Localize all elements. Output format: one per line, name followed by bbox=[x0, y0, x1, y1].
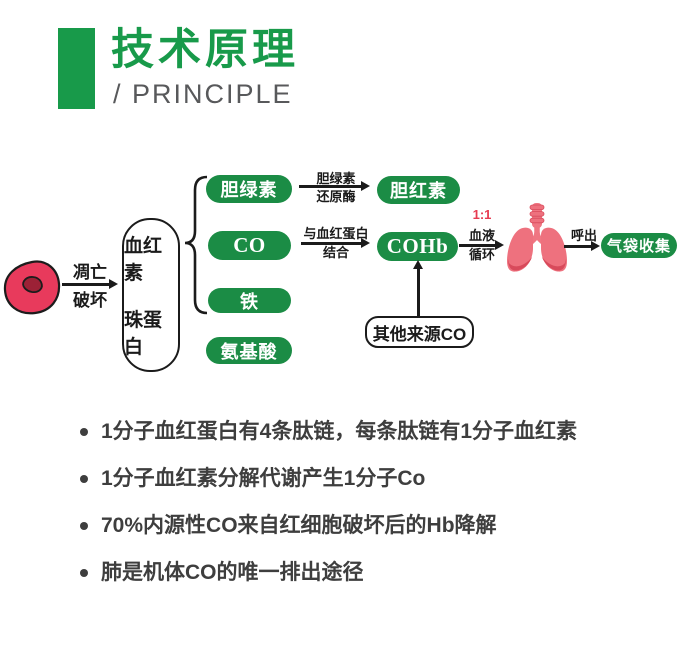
list-item: 1分子血红蛋白有4条肽链，每条肽链有1分子血红素 bbox=[80, 419, 655, 445]
note-text: 1分子血红蛋白有4条肽链，每条肽链有1分子血红素 bbox=[101, 420, 578, 443]
bullet-icon bbox=[80, 428, 88, 436]
title-accent-bar bbox=[58, 28, 95, 109]
page-title: 技术原理 bbox=[111, 26, 299, 74]
apoptosis-label-bottom: 破坏 bbox=[73, 291, 107, 310]
lungs-icon bbox=[506, 202, 568, 274]
bullet-icon bbox=[80, 475, 88, 483]
arrow-apoptosis-icon bbox=[62, 283, 109, 286]
list-item: 70%内源性CO来自红细胞破坏后的Hb降解 bbox=[80, 513, 655, 539]
circulation-label-top: 血液 bbox=[468, 228, 495, 243]
list-item: 肺是机体CO的唯一排出途径 bbox=[80, 560, 655, 586]
co-arrow-label-top: 与血红蛋白 bbox=[303, 226, 369, 241]
hemoglobin-box: 血红素 珠蛋白 bbox=[122, 218, 180, 372]
pill-bilirubin: 胆红素 bbox=[377, 176, 460, 204]
other-source-box: 其他来源CO bbox=[365, 316, 474, 348]
biliverdin-arrow-label-bottom: 还原酶 bbox=[316, 189, 356, 204]
red-blood-cell-icon bbox=[2, 259, 62, 316]
arrow-exhale-icon bbox=[564, 245, 591, 248]
curly-brace-icon bbox=[181, 175, 209, 315]
biliverdin-arrow-label-top: 胆绿素 bbox=[316, 171, 356, 186]
heme-label: 血红素 bbox=[124, 236, 163, 284]
pill-amino-acid: 氨基酸 bbox=[206, 337, 292, 364]
globin-label: 珠蛋白 bbox=[124, 310, 163, 358]
bullet-icon bbox=[80, 569, 88, 577]
pill-iron: 铁 bbox=[208, 288, 291, 313]
list-item: 1分子血红素分解代谢产生1分子Co bbox=[80, 466, 655, 492]
arrow-circulation-icon bbox=[459, 244, 495, 247]
arrow-other-source-icon bbox=[417, 268, 420, 316]
arrow-co-binding-icon bbox=[301, 242, 361, 245]
co-arrow-label-bottom: 结合 bbox=[322, 245, 349, 260]
ratio-label: 1:1 bbox=[472, 207, 492, 222]
apoptosis-label-top: 凋亡 bbox=[73, 263, 107, 282]
arrow-biliverdin-icon bbox=[299, 185, 361, 188]
pill-co: CO bbox=[208, 231, 291, 260]
pill-biliverdin: 胆绿素 bbox=[206, 175, 292, 203]
page-subtitle: / PRINCIPLE bbox=[113, 79, 293, 109]
exhale-label: 呼出 bbox=[570, 228, 597, 243]
bullet-icon bbox=[80, 522, 88, 530]
circulation-label-bottom: 循环 bbox=[468, 247, 495, 262]
note-text: 肺是机体CO的唯一排出途径 bbox=[101, 561, 364, 584]
pill-cohb: COHb bbox=[377, 232, 458, 261]
note-text: 70%内源性CO来自红细胞破坏后的Hb降解 bbox=[101, 514, 497, 537]
note-text: 1分子血红素分解代谢产生1分子Co bbox=[101, 467, 426, 490]
notes-list: 1分子血红蛋白有4条肽链，每条肽链有1分子血红素 1分子血红素分解代谢产生1分子… bbox=[80, 419, 655, 607]
pill-gas-bag-collection: 气袋收集 bbox=[601, 233, 677, 258]
